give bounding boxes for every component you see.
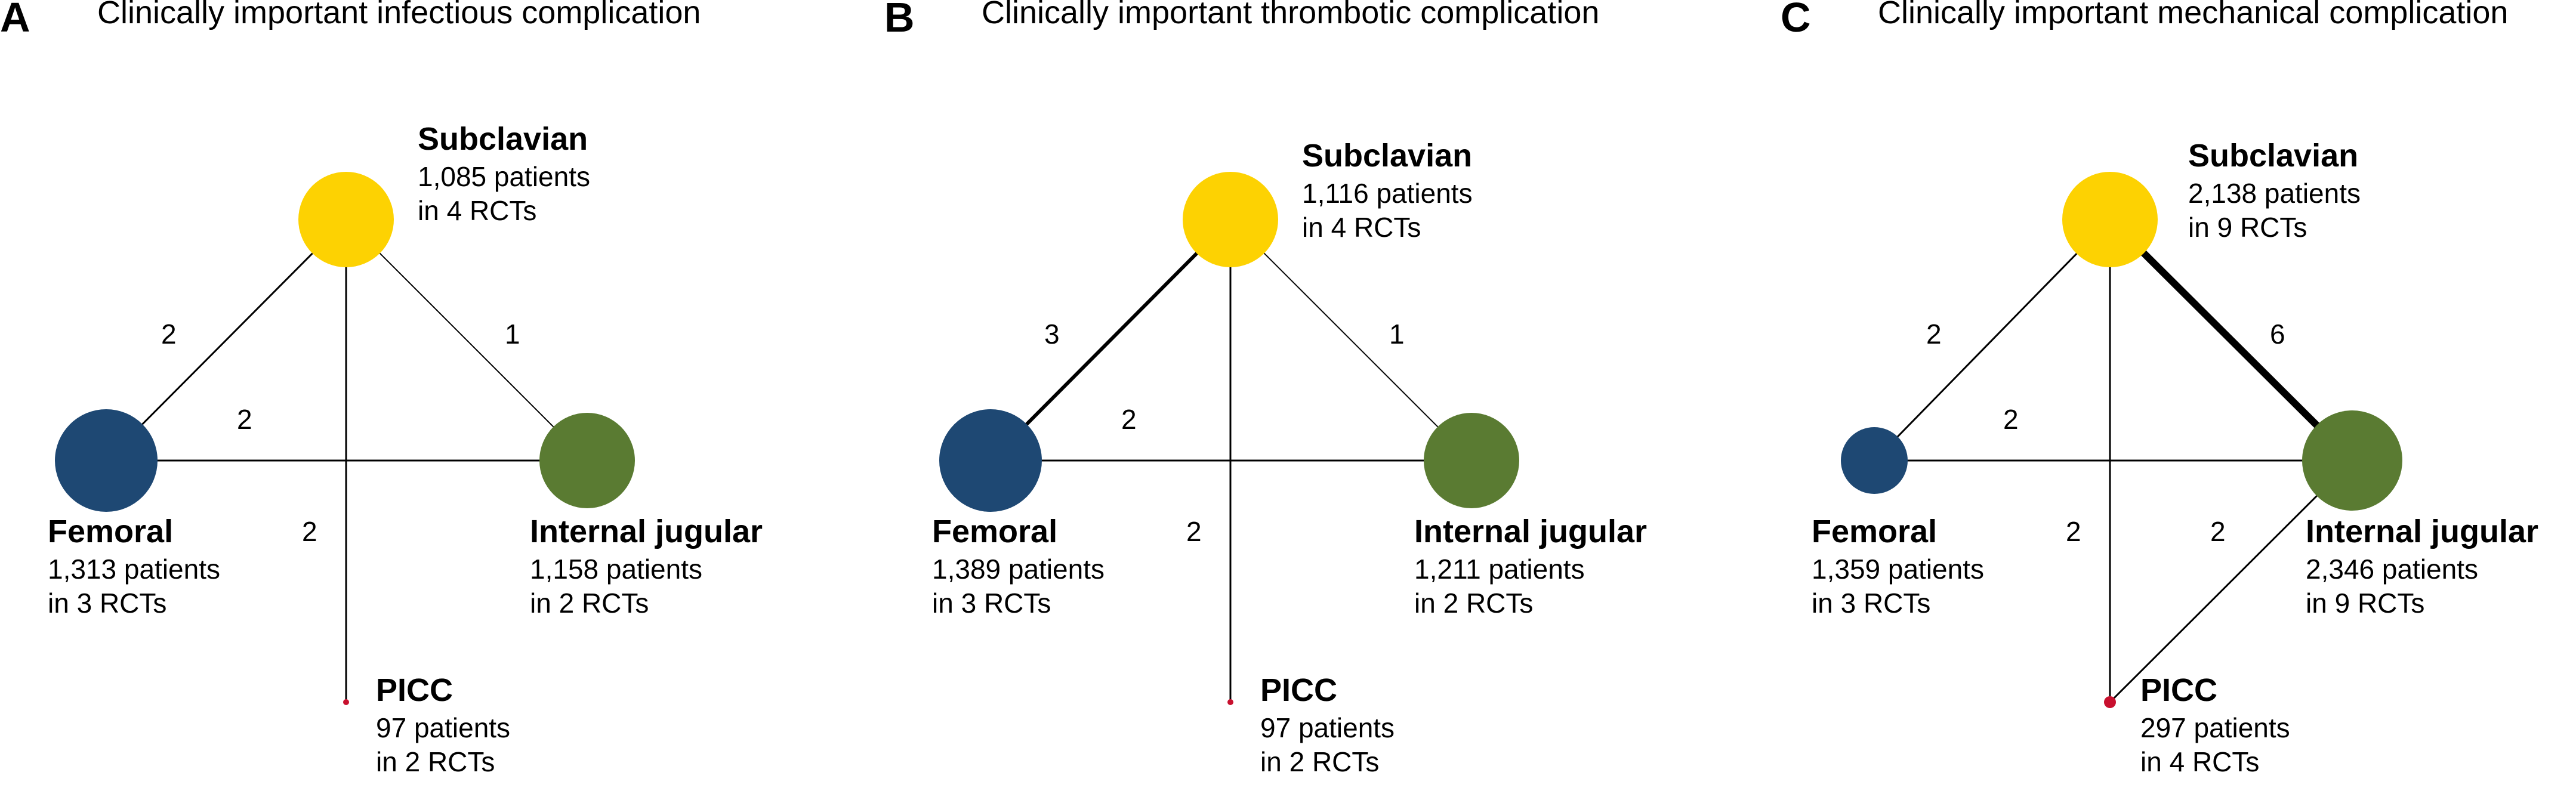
edge-label-subclavian-picc: 2 <box>302 516 317 547</box>
edge-label-subclavian-femoral: 3 <box>1044 319 1060 350</box>
internal-jugular-label: Internal jugular 1,158 patients in 2 RCT… <box>530 512 763 621</box>
node-femoral <box>1841 427 1908 494</box>
node-internal-jugular <box>1424 413 1519 508</box>
node-patients: 97 patients <box>376 712 511 743</box>
node-patients: 1,359 patients <box>1812 553 1985 585</box>
subclavian-label: Subclavian 2,138 patients in 9 RCTs <box>2188 136 2361 245</box>
node-trials: in 4 RCTs <box>1302 212 1421 243</box>
node-patients: 2,346 patients <box>2306 553 2479 585</box>
node-patients: 297 patients <box>2140 712 2290 743</box>
node-trials: in 2 RCTs <box>376 746 495 777</box>
panel-letter: B <box>884 0 915 41</box>
edge-subclavian-internal-jugular <box>345 219 588 461</box>
node-trials: in 9 RCTs <box>2306 588 2425 619</box>
panel-a: A Clinically important infectious compli… <box>0 0 859 794</box>
edge-label-internal-jugular-picc: 2 <box>2210 516 2226 547</box>
edge-subclavian-femoral <box>989 218 1232 462</box>
edge-subclavian-femoral <box>105 218 347 462</box>
node-name: PICC <box>376 672 454 708</box>
panel-b: B Clinically important thrombotic compli… <box>884 0 1743 794</box>
node-trials: in 3 RCTs <box>932 588 1051 619</box>
node-trials: in 9 RCTs <box>2188 212 2307 243</box>
node-name: Subclavian <box>418 121 588 157</box>
node-trials: in 3 RCTs <box>48 588 167 619</box>
femoral-label: Femoral 1,313 patients in 3 RCTs <box>48 512 220 621</box>
node-name: Internal jugular <box>530 514 763 549</box>
node-patients: 1,389 patients <box>932 553 1105 585</box>
node-femoral <box>939 409 1042 512</box>
node-name: Internal jugular <box>2306 514 2539 549</box>
node-trials: in 4 RCTs <box>2140 746 2260 777</box>
node-name: Femoral <box>48 514 174 549</box>
picc-label: PICC 297 patients in 4 RCTs <box>2140 671 2290 780</box>
subclavian-label: Subclavian 1,116 patients in 4 RCTs <box>1302 136 1473 245</box>
network-graph-a <box>55 172 635 705</box>
edge-subclavian-internal-jugular <box>1230 219 1472 461</box>
node-patients: 1,158 patients <box>530 553 703 585</box>
node-subclavian <box>1183 172 1278 267</box>
subclavian-label: Subclavian 1,085 patients in 4 RCTs <box>418 119 590 228</box>
node-name: Femoral <box>1812 514 1938 549</box>
edge-subclavian-internal-jugular <box>2107 217 2355 464</box>
node-trials: in 2 RCTs <box>530 588 649 619</box>
node-internal-jugular <box>539 413 635 508</box>
node-picc <box>2104 696 2116 708</box>
node-picc <box>1227 699 1233 705</box>
node-trials: in 2 RCTs <box>1414 588 1534 619</box>
panel-letter: A <box>0 0 30 41</box>
edge-subclavian-femoral <box>1873 218 2111 462</box>
network-graph-b <box>939 172 1519 705</box>
node-patients: 97 patients <box>1260 712 1395 743</box>
panel-c: C Clinically important mechanical compli… <box>1781 0 2576 794</box>
edge-label-femoral-internal-jugular: 2 <box>2003 404 2019 435</box>
edge-label-femoral-internal-jugular: 2 <box>237 404 252 435</box>
panel-title: Clinically important thrombotic complica… <box>982 0 1600 30</box>
node-name: PICC <box>2140 672 2218 708</box>
edge-label-subclavian-internal-jugular: 1 <box>1389 319 1405 350</box>
panel-title: Clinically important mechanical complica… <box>1878 0 2509 30</box>
internal-jugular-label: Internal jugular 1,211 patients in 2 RCT… <box>1414 512 1647 621</box>
node-name: Subclavian <box>2188 138 2359 174</box>
node-trials: in 4 RCTs <box>418 195 537 226</box>
node-patients: 1,085 patients <box>418 160 591 192</box>
node-femoral <box>55 409 158 512</box>
edge-label-subclavian-femoral: 2 <box>1926 319 1942 350</box>
edge-label-subclavian-femoral: 2 <box>161 319 177 350</box>
internal-jugular-label: Internal jugular 2,346 patients in 9 RCT… <box>2306 512 2538 621</box>
edge-label-femoral-internal-jugular: 2 <box>1121 404 1137 435</box>
picc-label: PICC 97 patients in 2 RCTs <box>376 671 510 780</box>
node-patients: 1,116 patients <box>1302 177 1473 209</box>
node-patients: 1,211 patients <box>1414 553 1585 585</box>
node-name: Subclavian <box>1302 138 1473 174</box>
node-patients: 2,138 patients <box>2188 177 2361 209</box>
node-trials: in 2 RCTs <box>1260 746 1380 777</box>
node-name: Internal jugular <box>1414 514 1648 549</box>
node-picc <box>343 699 349 705</box>
node-name: PICC <box>1260 672 1338 708</box>
node-trials: in 3 RCTs <box>1812 588 1931 619</box>
picc-label: PICC 97 patients in 2 RCTs <box>1260 671 1395 780</box>
edge-internal-jugular-picc <box>2109 459 2353 703</box>
edge-label-subclavian-picc: 2 <box>2066 516 2081 547</box>
panel-title: Clinically important infectious complica… <box>97 0 701 30</box>
node-subclavian <box>298 172 394 267</box>
node-internal-jugular <box>2302 410 2402 511</box>
femoral-label: Femoral 1,389 patients in 3 RCTs <box>932 512 1105 621</box>
edge-label-subclavian-internal-jugular: 1 <box>505 319 520 350</box>
network-graph-c <box>1841 172 2402 708</box>
femoral-label: Femoral 1,359 patients in 3 RCTs <box>1812 512 1984 621</box>
panel-letter: C <box>1781 0 1811 41</box>
node-subclavian <box>2062 172 2158 267</box>
node-patients: 1,313 patients <box>48 553 221 585</box>
edge-label-subclavian-internal-jugular: 6 <box>2270 319 2285 350</box>
node-name: Femoral <box>932 514 1058 549</box>
edge-label-subclavian-picc: 2 <box>1186 516 1202 547</box>
